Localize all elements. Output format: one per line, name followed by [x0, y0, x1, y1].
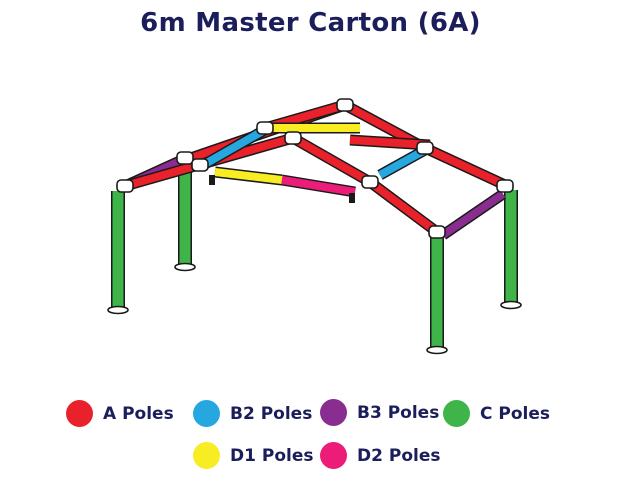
- joint-5: [416, 141, 434, 155]
- b3-pole-right-eave: [440, 190, 506, 239]
- legend-swatch-a: [66, 400, 93, 427]
- page-title: 6m Master Carton (6A): [140, 8, 481, 38]
- legend-swatch-b3: [320, 399, 347, 426]
- legend-swatch-c: [443, 400, 470, 427]
- joint-9: [191, 158, 209, 172]
- joint-6: [361, 175, 379, 189]
- a-pole-front-right-rafter: [367, 178, 440, 236]
- joint-3: [256, 121, 274, 135]
- legend-label-c: C Poles: [480, 403, 551, 424]
- legend-label-b3: B3 Poles: [357, 402, 440, 423]
- joint-0: [176, 151, 194, 165]
- legend-label-d2: D2 Poles: [357, 445, 441, 466]
- a-pole-back-right-rafter: [423, 144, 507, 189]
- legend-item-a-poles: A Poles: [66, 400, 174, 427]
- d1-pole-lower-cross: [214, 168, 283, 184]
- leg-base-2: [426, 345, 448, 355]
- legend-item-d2-poles: D2 Poles: [320, 442, 440, 469]
- b2-pole-left-brace: [203, 124, 270, 168]
- legend-item-d1-poles: D1 Poles: [193, 442, 313, 469]
- joint-1: [116, 179, 134, 193]
- a-pole-ridge-right-lower: [291, 134, 372, 186]
- clamp-1: [349, 193, 355, 203]
- joint-8: [496, 179, 514, 193]
- legend-swatch-d1: [193, 442, 220, 469]
- leg-base-0: [107, 305, 129, 315]
- d2-pole-lower-cross: [281, 176, 356, 196]
- legend-label-a: A Poles: [103, 403, 174, 424]
- legend-swatch-b2: [193, 400, 220, 427]
- legend-item-b2-poles: B2 Poles: [193, 400, 312, 427]
- legend-item-b3-poles: B3 Poles: [320, 399, 439, 426]
- joint-7: [428, 225, 446, 239]
- legend-item-c-poles: C Poles: [443, 400, 550, 427]
- leg-base-3: [500, 300, 522, 310]
- legend-label-b2: B2 Poles: [230, 403, 313, 424]
- leg-base-1: [174, 262, 196, 272]
- legend-label-d1: D1 Poles: [230, 445, 314, 466]
- joint-2: [336, 98, 354, 112]
- clamp-0: [209, 175, 215, 185]
- legend-swatch-d2: [320, 442, 347, 469]
- b2-pole-right-brace: [378, 146, 427, 179]
- joint-4: [284, 131, 302, 145]
